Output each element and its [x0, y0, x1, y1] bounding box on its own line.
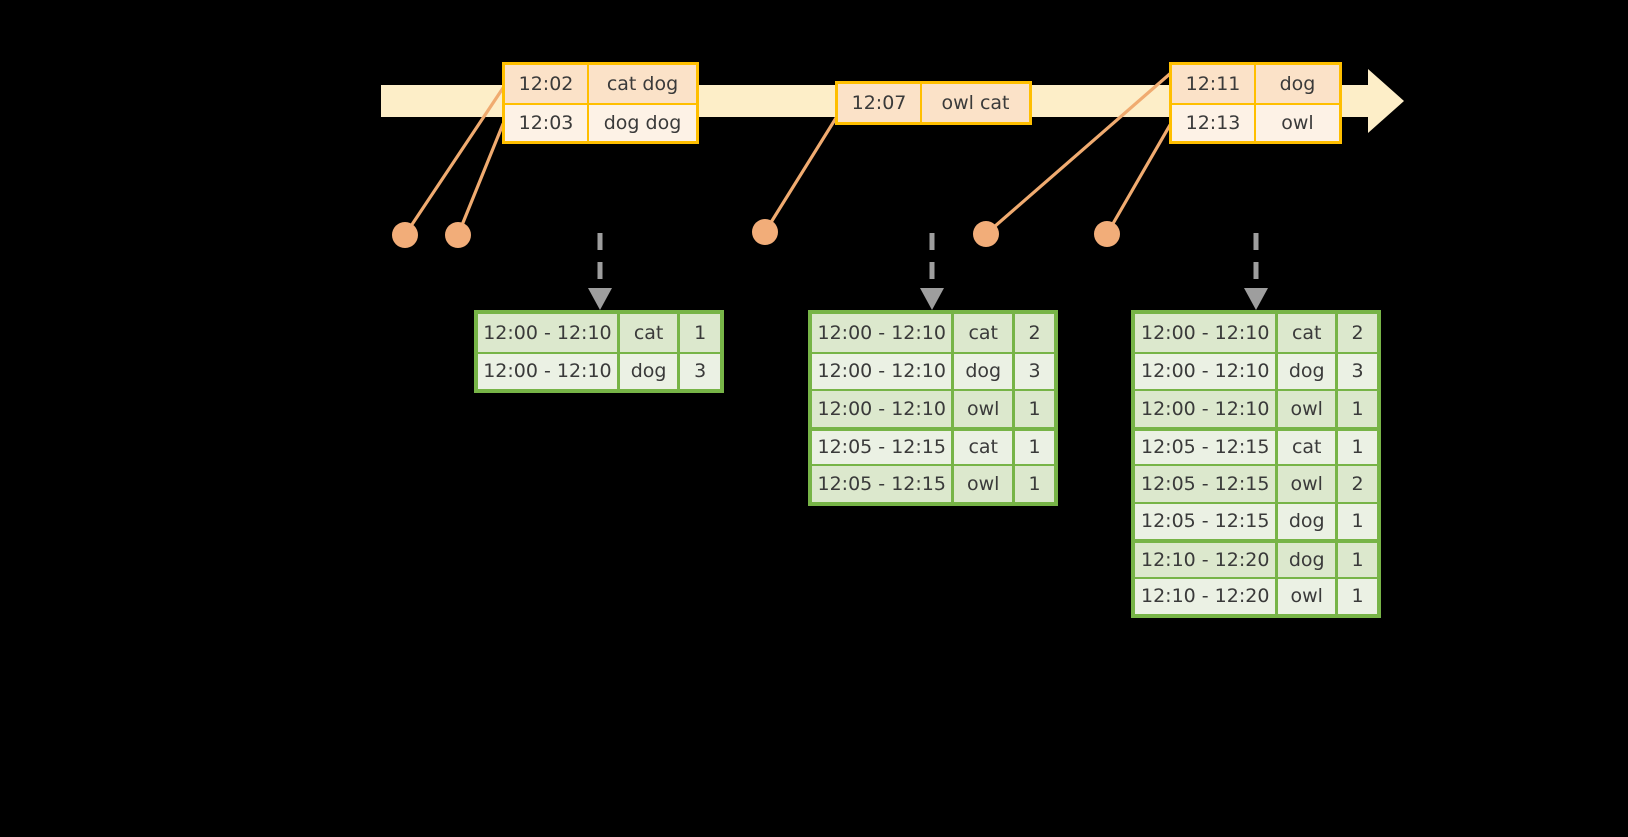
event-time: 12:07 — [838, 84, 922, 122]
event-text: owl cat — [941, 92, 1010, 114]
word-key-cell: dog — [1278, 353, 1338, 389]
window-range-cell: 12:05 - 12:15 — [1135, 430, 1279, 464]
word-key-cell: dog — [1278, 503, 1338, 539]
dashed-arrow-head-2 — [920, 288, 944, 310]
connector-line-5 — [1105, 123, 1172, 236]
dashed-arrow-head-1 — [588, 288, 612, 310]
window-range-cell: 12:00 - 12:10 — [478, 314, 620, 352]
event-box-3[interactable]: 12:11 dog 12:13 owl — [1169, 62, 1342, 144]
dashed-arrow-heads — [588, 288, 1268, 310]
word-key-cell: owl — [1278, 466, 1338, 502]
connector-dots — [392, 219, 1120, 248]
window-range-cell: 12:00 - 12:10 — [812, 314, 955, 352]
count-cell: 1 — [1028, 397, 1041, 420]
window-range-cell: 12:05 - 12:15 — [812, 430, 955, 464]
word-key-cell: cat — [954, 430, 1015, 464]
event-time: 12:13 — [1172, 105, 1256, 141]
count-cell: 2 — [1028, 321, 1041, 344]
word-key-cell: dog — [954, 353, 1015, 389]
connector-line-1 — [403, 86, 505, 237]
count-cell: 1 — [694, 321, 707, 344]
event-row: 12:11 dog — [1172, 65, 1339, 103]
word-key-cell: owl — [1278, 578, 1338, 614]
dashed-arrows — [597, 233, 1259, 290]
count-cell: 1 — [1351, 436, 1364, 459]
count-cell: 1 — [1351, 397, 1364, 420]
word-key-cell: owl — [954, 391, 1015, 427]
event-text: owl — [1281, 112, 1314, 134]
window-range-cell: 12:00 - 12:10 — [1135, 314, 1279, 352]
event-time: 12:02 — [505, 65, 589, 103]
count-cell: 1 — [1028, 436, 1041, 459]
word-key-cell: cat — [1278, 314, 1338, 352]
window-range-cell: 12:05 - 12:15 — [812, 466, 955, 502]
count-cell: 1 — [1351, 585, 1364, 608]
window-range-cell: 12:05 - 12:15 — [1135, 466, 1279, 502]
word-key-cell: owl — [1278, 391, 1338, 427]
dashed-arrow-head-3 — [1244, 288, 1268, 310]
window-range-cell: 12:00 - 12:10 — [812, 353, 955, 389]
word-key-cell: dog — [620, 353, 681, 389]
count-cell: 1 — [1351, 548, 1364, 571]
count-cell: 3 — [1351, 360, 1364, 383]
event-text: dog — [1279, 73, 1316, 95]
connector-dot-5 — [1094, 221, 1120, 247]
event-row: 12:13 owl — [1172, 103, 1339, 141]
count-cell: 1 — [1351, 510, 1364, 533]
connector-line-3 — [763, 116, 838, 234]
window-range-cell: 12:00 - 12:10 — [1135, 353, 1279, 389]
event-row: 12:02 cat dog — [505, 65, 696, 103]
event-text: dog dog — [603, 112, 682, 134]
window-range-cell: 12:10 - 12:20 — [1135, 578, 1279, 614]
count-cell: 3 — [1028, 360, 1041, 383]
connector-dot-1 — [392, 222, 418, 248]
connector-dot-4 — [973, 221, 999, 247]
connector-dot-2 — [445, 222, 471, 248]
word-key-cell: dog — [1278, 543, 1338, 577]
event-text: cat dog — [606, 73, 679, 95]
word-key-cell: cat — [1278, 430, 1338, 464]
word-key-cell: cat — [620, 314, 681, 352]
event-time: 12:11 — [1172, 65, 1256, 103]
window-range-cell: 12:00 - 12:10 — [1135, 391, 1279, 427]
window-range-cell: 12:00 - 12:10 — [478, 353, 620, 389]
word-key-cell: owl — [954, 466, 1015, 502]
event-time: 12:03 — [505, 105, 589, 141]
count-cell: 1 — [1028, 472, 1041, 495]
event-row: 12:03 dog dog — [505, 103, 696, 141]
connector-dot-3 — [752, 219, 778, 245]
event-row: 12:07 owl cat — [838, 84, 1029, 122]
count-cell: 2 — [1351, 321, 1364, 344]
window-range-cell: 12:10 - 12:20 — [1135, 543, 1279, 577]
connector-line-2 — [456, 122, 505, 237]
window-range-cell: 12:05 - 12:15 — [1135, 503, 1279, 539]
count-cell: 2 — [1351, 472, 1364, 495]
count-cell: 3 — [694, 360, 707, 383]
window-range-cell: 12:00 - 12:10 — [812, 391, 955, 427]
event-box-1[interactable]: 12:02 cat dog 12:03 dog dog — [502, 62, 699, 144]
word-key-cell: cat — [954, 314, 1015, 352]
event-box-2[interactable]: 12:07 owl cat — [835, 81, 1032, 125]
